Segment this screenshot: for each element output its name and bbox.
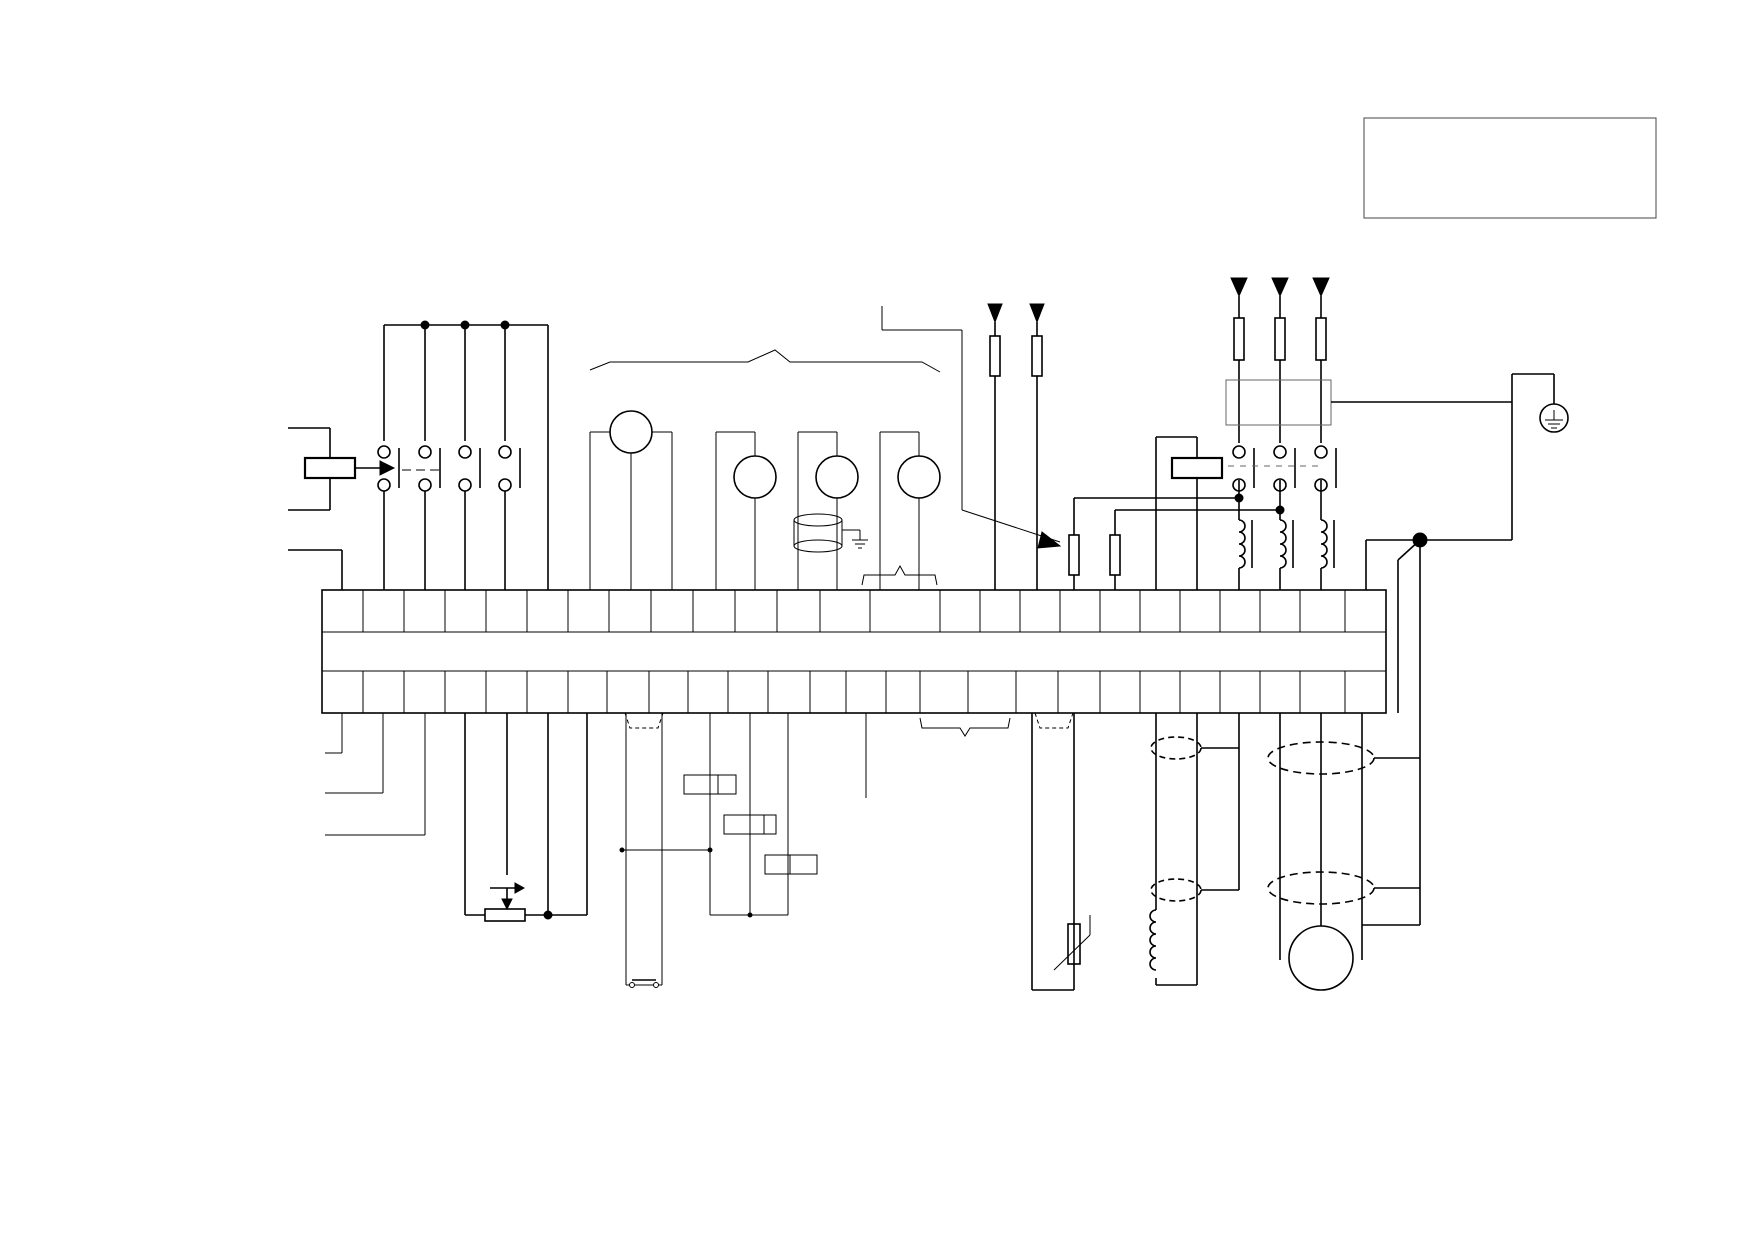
coil-winding bbox=[1149, 909, 1157, 971]
earth-icon bbox=[1539, 403, 1569, 433]
fuse bbox=[989, 335, 1001, 377]
filter-block bbox=[1225, 379, 1332, 426]
contact-terminal bbox=[1232, 445, 1246, 459]
fuse bbox=[1109, 534, 1121, 576]
contact-terminal bbox=[377, 478, 391, 492]
shield-ring bbox=[1150, 878, 1202, 902]
arrow-icon bbox=[379, 460, 396, 476]
contact-terminal bbox=[418, 478, 432, 492]
junction-dot bbox=[543, 910, 553, 920]
contact-terminal bbox=[418, 445, 432, 459]
relay-coil bbox=[723, 814, 777, 835]
contact-terminal bbox=[498, 478, 512, 492]
supply-feeds-middle bbox=[987, 303, 1045, 590]
arrow-down-icon bbox=[1271, 277, 1289, 298]
instruments bbox=[589, 306, 1062, 590]
bottom-wiring bbox=[325, 539, 1421, 991]
meter-gauge bbox=[733, 455, 777, 499]
contact-terminal bbox=[498, 445, 512, 459]
fuse bbox=[1068, 534, 1080, 576]
arrow-down-icon bbox=[987, 303, 1003, 324]
potentiometer bbox=[484, 908, 526, 922]
shield-ring bbox=[793, 513, 843, 527]
brace-bottom bbox=[919, 717, 1011, 737]
terminal-strip bbox=[321, 589, 1387, 714]
dashed-shield bbox=[1034, 712, 1074, 729]
fuse bbox=[1315, 317, 1327, 361]
contact-terminal bbox=[458, 445, 472, 459]
arrow-down-icon bbox=[1312, 277, 1330, 298]
arrow-down-icon bbox=[1230, 277, 1248, 298]
relay-coil-left bbox=[288, 427, 396, 590]
meter-gauge bbox=[897, 455, 941, 499]
coil-winding bbox=[1238, 519, 1246, 569]
contact-terminal bbox=[458, 478, 472, 492]
shield-ring bbox=[793, 539, 843, 553]
meter-gauge bbox=[815, 455, 859, 499]
relay-coil bbox=[683, 774, 737, 795]
title-block bbox=[1363, 117, 1657, 219]
contactor-coil bbox=[1170, 456, 1224, 480]
contact-terminal bbox=[1314, 445, 1328, 459]
terminal-dividers-bottom bbox=[362, 671, 1346, 713]
arrow-down-icon bbox=[1029, 303, 1045, 324]
contactor-section bbox=[1068, 277, 1569, 590]
brace-top bbox=[589, 349, 941, 373]
arrow-icon bbox=[1037, 531, 1062, 549]
contact-terminal bbox=[1273, 445, 1287, 459]
arrow-down-icon bbox=[501, 898, 513, 911]
relay-contacts bbox=[377, 320, 549, 590]
arrow-icon bbox=[514, 882, 526, 894]
shield-ring bbox=[1150, 736, 1202, 760]
dashed-shield bbox=[624, 712, 664, 729]
thermistor bbox=[1067, 923, 1081, 965]
fuse bbox=[1233, 317, 1245, 361]
relay-coil bbox=[764, 854, 818, 875]
contact-terminal bbox=[377, 445, 391, 459]
motor-icon bbox=[1288, 925, 1354, 991]
brace-small bbox=[861, 564, 938, 586]
coil-winding bbox=[1279, 519, 1287, 569]
meter-gauge bbox=[609, 410, 653, 454]
terminal-dividers-top bbox=[362, 590, 1346, 632]
fuse bbox=[1274, 317, 1286, 361]
fuse bbox=[1031, 335, 1043, 377]
coil-winding bbox=[1320, 519, 1328, 569]
